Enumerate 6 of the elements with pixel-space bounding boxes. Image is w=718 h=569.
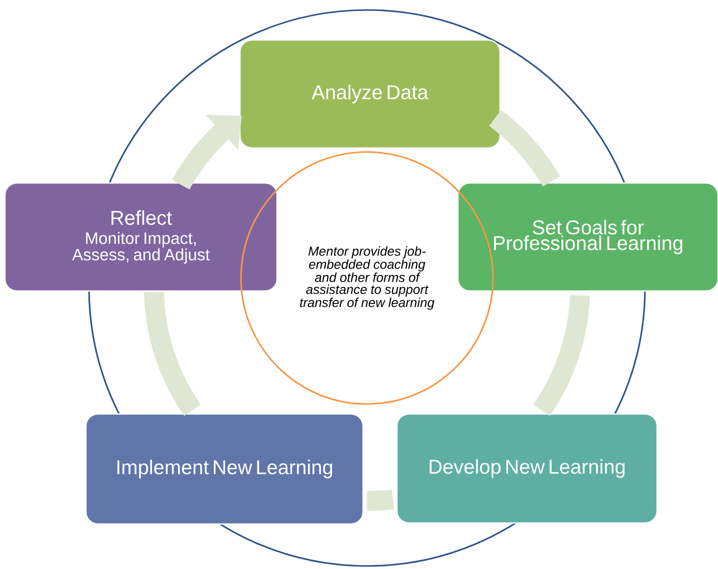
process-box: Develop New Learning — [396, 413, 658, 524]
process-box: Set Goals for Professional Learning — [457, 182, 718, 292]
process-box: Reflect Monitor Impact, Assess, and Adjust — [4, 182, 278, 292]
process-box: Implement New Learning — [85, 413, 364, 525]
process-box: Analyze Data — [239, 39, 501, 149]
cycle-arrow — [172, 114, 242, 190]
